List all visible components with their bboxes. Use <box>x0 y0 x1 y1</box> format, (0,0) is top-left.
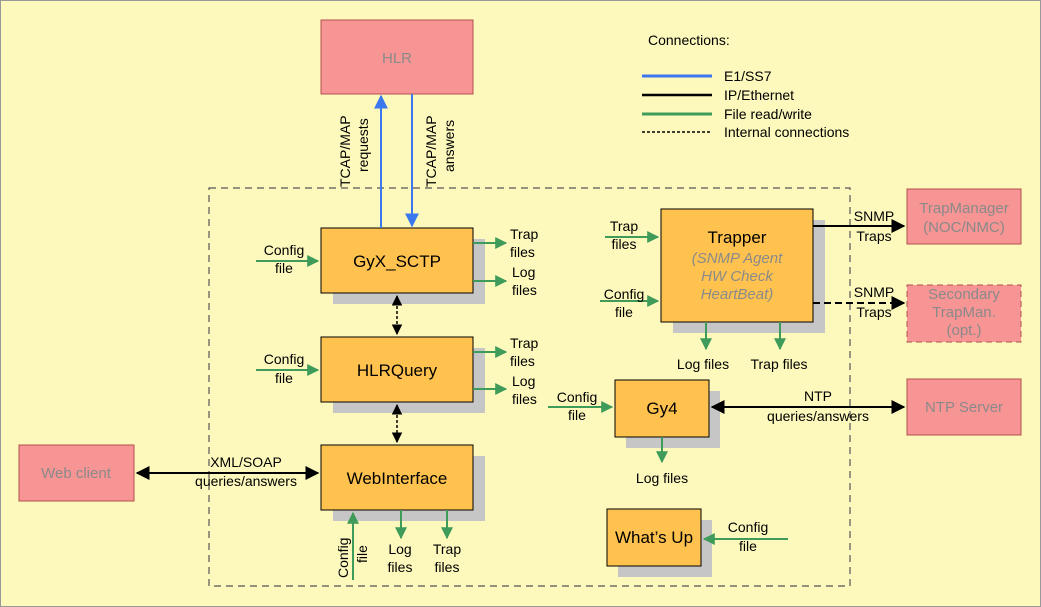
snmp-secondary-label-1: SNMP <box>854 284 894 300</box>
snmp-secondary-label-2: Traps <box>856 304 891 320</box>
trap-manager-node: TrapManager (NOC/NMC) <box>906 188 1022 245</box>
hlrquery-log-label-2: files <box>512 391 537 407</box>
webinterface-trap-label-2: files <box>435 559 460 575</box>
gy4-log-label: Log files <box>636 470 688 486</box>
tcap-requests-label-2: requests <box>355 118 371 172</box>
snmp-primary-label-1: SNMP <box>854 208 894 224</box>
trapper-sub-1: (SNMP Agent <box>692 250 783 267</box>
whatsup-config-label-2: file <box>739 538 757 554</box>
system-boundary <box>208 187 851 587</box>
gyx-log-label-2: files <box>512 282 537 298</box>
trapper-sub-2: HW Check <box>701 268 774 285</box>
tcap-answers-label-1: TCAP/MAP <box>423 115 439 187</box>
legend-label-internal: Internal connections <box>724 124 849 140</box>
hlrquery-config-label-1: Config <box>264 351 304 367</box>
trapper-trap-out-label: Trap files <box>750 356 807 372</box>
secondary-trapman-node: Secondary TrapMan. (opt.) <box>906 284 1022 343</box>
gyx-sctp-label: GyX_SCTP <box>353 252 441 271</box>
webinterface-trap-label-1: Trap <box>433 541 461 557</box>
secondary-trapman-label-3: (opt.) <box>946 322 981 339</box>
gyx-trap-label-1: Trap <box>510 226 538 242</box>
webinterface-config-label-1: Config <box>335 538 351 578</box>
webinterface-log-label-1: Log <box>388 541 411 557</box>
gy4-node: Gy4 <box>614 379 720 448</box>
whatsup-config-label-1: Config <box>728 519 768 535</box>
gyx-log-label-1: Log <box>512 264 535 280</box>
webinterface-log-label-2: files <box>388 559 413 575</box>
gy4-label: Gy4 <box>646 399 677 418</box>
gyx-trap-label-2: files <box>510 244 535 260</box>
hlrquery-trap-label-2: files <box>510 353 535 369</box>
webinterface-config-label-2: file <box>354 545 370 563</box>
legend-label-ip-ethernet: IP/Ethernet <box>724 87 794 103</box>
secondary-trapman-label-1: Secondary <box>928 286 1000 303</box>
trapper-label: Trapper <box>708 228 767 247</box>
ntp-label-1: NTP <box>804 388 832 404</box>
trapper-trap-in-label-1: Trap <box>610 218 638 234</box>
webinterface-label: WebInterface <box>347 469 448 488</box>
hlrquery-node: HLRQuery <box>320 336 485 413</box>
hlrquery-log-label-1: Log <box>512 373 535 389</box>
trapper-sub-3: HeartBeat) <box>701 286 774 303</box>
trap-manager-label-2: (NOC/NMC) <box>923 219 1005 236</box>
hlr-label: HLR <box>382 50 412 67</box>
webinterface-node: WebInterface <box>320 444 485 521</box>
ntp-server-node: NTP Server <box>906 378 1022 436</box>
hlrquery-label: HLRQuery <box>357 361 438 380</box>
trapper-config-label-2: file <box>615 304 633 320</box>
whats-up-label: What’s Up <box>615 528 693 547</box>
whats-up-node: What’s Up <box>606 508 712 577</box>
trap-manager-label-1: TrapManager <box>919 200 1009 217</box>
legend-label-file-rw: File read/write <box>724 106 812 122</box>
legend: Connections: E1/SS7 IP/Ethernet File rea… <box>642 32 849 140</box>
gyx-config-label-1: Config <box>264 242 304 258</box>
tcap-answers-label-2: answers <box>441 120 457 172</box>
trapper-log-label: Log files <box>677 356 729 372</box>
trapper-trap-in-label-2: files <box>612 236 637 252</box>
hlrquery-trap-label-1: Trap <box>510 335 538 351</box>
secondary-trapman-label-2: TrapMan. <box>932 304 996 321</box>
web-client-label: Web client <box>41 465 112 482</box>
xml-soap-label-2: queries/answers <box>195 473 297 489</box>
hlr-node: HLR <box>320 19 474 95</box>
gyx-sctp-node: GyX_SCTP <box>320 227 485 304</box>
snmp-primary-label-2: Traps <box>856 228 891 244</box>
ntp-server-label: NTP Server <box>925 399 1003 416</box>
gyx-config-label-2: file <box>275 260 293 276</box>
trapper-node: Trapper (SNMP Agent HW Check HeartBeat) <box>660 208 825 333</box>
legend-label-e1-ss7: E1/SS7 <box>724 68 772 84</box>
gy4-config-label-1: Config <box>557 389 597 405</box>
legend-title: Connections: <box>648 32 730 48</box>
web-client-node: Web client <box>18 444 135 502</box>
trapper-config-label-1: Config <box>604 286 644 302</box>
xml-soap-label-1: XML/SOAP <box>210 454 282 470</box>
tcap-requests-label-1: TCAP/MAP <box>337 115 353 187</box>
gy4-config-label-2: file <box>568 407 586 423</box>
ntp-label-2: queries/answers <box>767 408 869 424</box>
hlrquery-config-label-2: file <box>275 370 293 386</box>
